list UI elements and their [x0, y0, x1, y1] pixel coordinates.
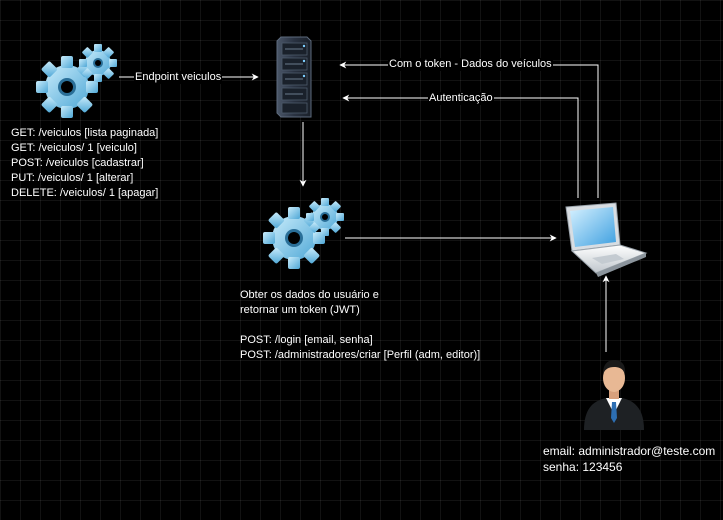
edge-label-endpoint: Endpoint veiculos — [134, 71, 223, 84]
auth-service-text: Obter os dados do usuário e retornar um … — [240, 288, 480, 363]
api-endpoint-item: DELETE: /veiculos/ 1 [apagar] — [11, 187, 159, 199]
laptop-icon — [565, 202, 648, 277]
auth-endpoint-item: POST: /administradores/criar [Perfil (ad… — [240, 349, 481, 361]
gears-icon — [263, 198, 344, 269]
api-endpoint-item: PUT: /veiculos/ 1 [alterar] — [11, 172, 134, 184]
gears-icon — [36, 44, 117, 118]
user-password: senha: 123456 — [543, 460, 623, 474]
api-endpoint-item: POST: /veiculos [cadastrar] — [11, 157, 144, 169]
auth-endpoint-item: POST: /login [email, senha] — [240, 334, 373, 346]
edge-label-auth: Autenticação — [428, 92, 494, 105]
auth-description-line: retornar um token (JWT) — [240, 304, 360, 316]
server-rack-icon — [276, 36, 312, 118]
api-endpoint-item: GET: /veiculos [lista paginada] — [11, 127, 159, 139]
user-credentials: email: administrador@teste.com senha: 12… — [543, 443, 715, 475]
edge-laptop-to-server-auth — [342, 94, 579, 198]
api-endpoints-list: GET: /veiculos [lista paginada] GET: /ve… — [11, 126, 158, 201]
api-endpoint-item: GET: /veiculos/ 1 [veiculo] — [11, 142, 137, 154]
edge-laptop-to-server-token — [339, 61, 599, 198]
auth-description-line: Obter os dados do usuário e — [240, 289, 379, 301]
businessman-avatar-icon — [584, 360, 644, 430]
user-email: email: administrador@teste.com — [543, 444, 716, 458]
edge-label-token: Com o token - Dados do veículos — [388, 58, 553, 71]
